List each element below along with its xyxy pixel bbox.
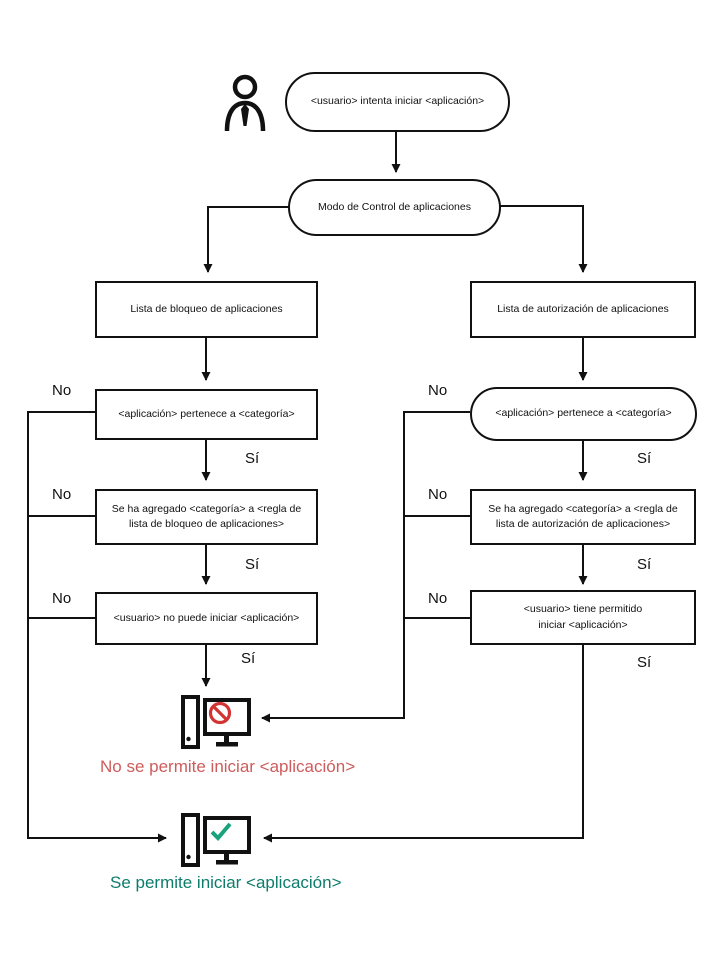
- node-left-category-rule: Se ha agregado <categoría> a <regla de l…: [95, 489, 318, 545]
- node-left-belongs-category: <aplicación> pertenece a <categoría>: [95, 389, 318, 440]
- label-no-left-3: No: [52, 590, 72, 607]
- label-yes-right-2: Sí: [637, 556, 652, 573]
- node-right-verdict: <usuario> tiene permitido iniciar <aplic…: [470, 590, 696, 645]
- node-start: <usuario> intenta iniciar <aplicación>: [285, 72, 510, 132]
- label-yes-right-3: Sí: [637, 654, 652, 671]
- allowed-result-text: Se permite iniciar <aplicación>: [110, 873, 342, 892]
- label-yes-left-2: Sí: [245, 556, 260, 573]
- computer-allowed-icon: [181, 813, 251, 867]
- node-left-verdict: <usuario> no puede iniciar <aplicación>: [95, 592, 318, 645]
- label-no-right-1: No: [428, 382, 448, 399]
- label-yes-left-3: Sí: [241, 650, 256, 667]
- denied-result-text: No se permite iniciar <aplicación>: [100, 757, 356, 776]
- computer-blocked-icon: [181, 695, 251, 749]
- connector-mode-to-blocklist: [203, 206, 290, 273]
- label-no-right-2: No: [428, 486, 448, 503]
- label-yes-left-1: Sí: [245, 450, 260, 467]
- check-mark-icon: [210, 822, 232, 841]
- label-no-right-3: No: [428, 590, 448, 607]
- prohibited-sign-icon: [208, 701, 232, 725]
- user-icon: [224, 74, 266, 132]
- connector-right-yes-3-to-allowed: [263, 645, 584, 843]
- node-right-category-rule: Se ha agregado <categoría> a <regla de l…: [470, 489, 696, 545]
- node-right-belongs-category: <aplicación> pertenece a <categoría>: [470, 387, 697, 441]
- connector-left-no-collector: [27, 411, 167, 843]
- label-yes-right-1: Sí: [637, 450, 652, 467]
- label-no-left-2: No: [52, 486, 72, 503]
- connector-right-no-collector: [261, 411, 470, 723]
- node-control-mode: Modo de Control de aplicaciones: [288, 179, 501, 236]
- label-no-left-1: No: [52, 382, 72, 399]
- node-blocklist: Lista de bloqueo de aplicaciones: [95, 281, 318, 338]
- node-allowlist: Lista de autorización de aplicaciones: [470, 281, 696, 338]
- connector-mode-to-allowlist: [500, 205, 588, 273]
